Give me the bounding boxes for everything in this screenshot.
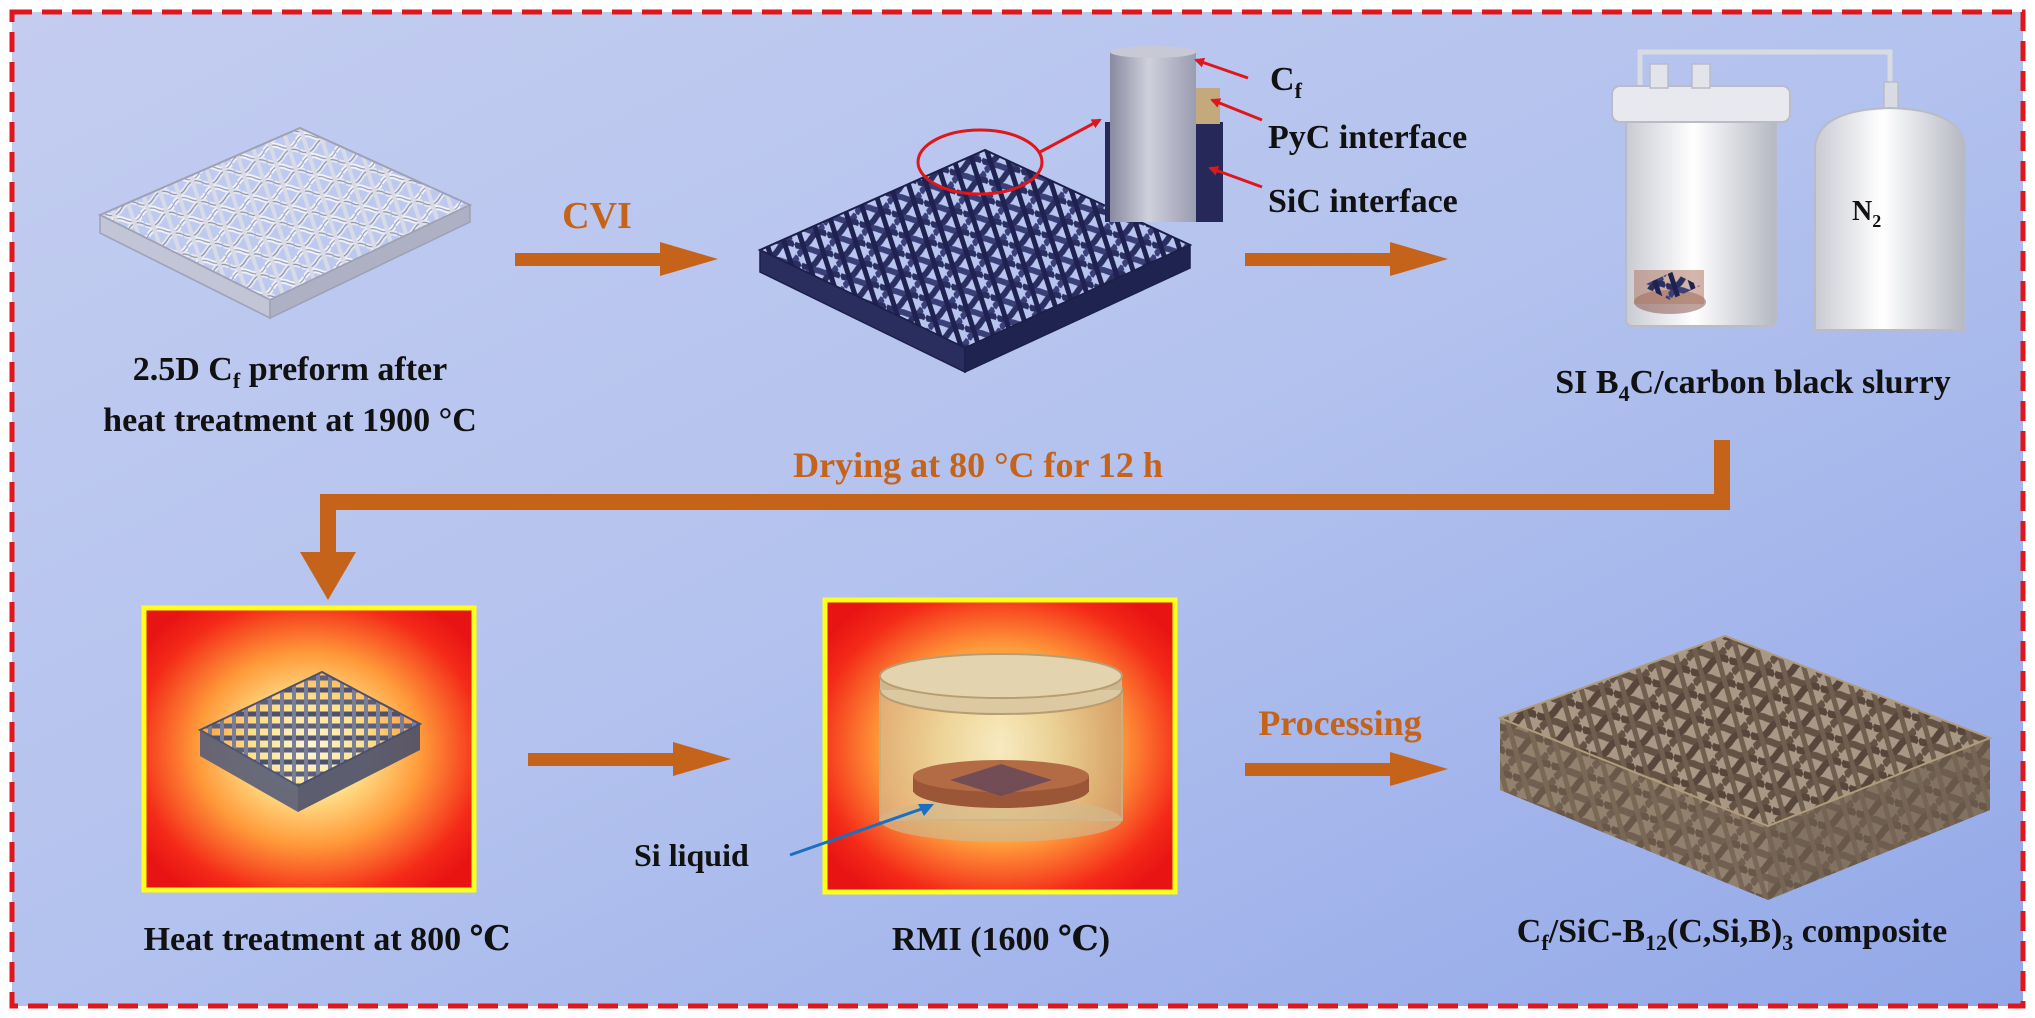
rmi-crucible xyxy=(880,654,1122,842)
drying-step-label: Drying at 80 °C for 12 h xyxy=(793,445,1163,485)
preform-label-line2: heat treatment at 1900 °C xyxy=(103,402,477,439)
preform-label-line1: 2.5D Cf preform after xyxy=(133,351,447,393)
n2-gas-cylinder xyxy=(1815,82,1965,330)
composite-label: Cf/SiC-B12(C,Si,B)3 composite xyxy=(1517,913,1947,955)
slurry-label: SI B4C/carbon black slurry xyxy=(1555,364,1950,406)
processing-step-label: Processing xyxy=(1258,703,1421,743)
cvi-step-label: CVI xyxy=(562,195,632,237)
rmi-label: RMI (1600 ℃) xyxy=(892,921,1110,958)
sic-label: SiC interface xyxy=(1268,183,1458,220)
si-liquid-label: Si liquid xyxy=(634,837,749,873)
pyc-label: PyC interface xyxy=(1268,119,1467,156)
heat800-label: Heat treatment at 800 ℃ xyxy=(144,921,511,958)
